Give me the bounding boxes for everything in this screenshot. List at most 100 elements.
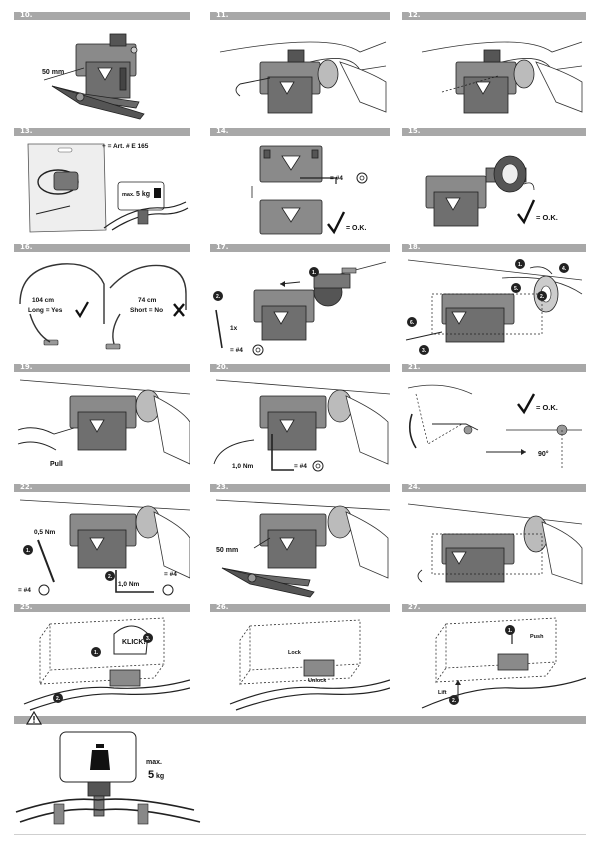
once-label: 1x — [230, 325, 238, 332]
bracket-top-view — [259, 145, 323, 183]
callout-2: 2. — [56, 696, 61, 702]
step-20-illustration: 1,0 Nm = #4 — [210, 374, 390, 478]
step-17-illustration: 1. 2. 1x = #4 — [210, 254, 390, 358]
rotate-arrow — [408, 413, 417, 449]
step-20-number: 20. — [216, 363, 229, 371]
bracket-drawing — [259, 395, 327, 451]
step-25-number: 25. — [20, 603, 33, 611]
step-11-illustration — [210, 22, 390, 122]
footer-divider — [14, 834, 586, 835]
callout-3: 3. — [146, 636, 151, 642]
torque-label: 1,0 Nm — [232, 463, 254, 470]
hex-key-a — [37, 539, 55, 583]
max-value: 5 kg — [136, 191, 150, 198]
weight-icon — [154, 188, 161, 198]
parts-bag — [27, 143, 107, 233]
torque-a: 0,5 Nm — [34, 529, 56, 536]
step-27-illustration: 1. 2. Push Lift — [402, 614, 586, 712]
push-label: Push — [530, 634, 544, 640]
step-22-header: 22. — [14, 483, 190, 492]
bracket-mounted-view — [259, 199, 323, 235]
bracket-drawing — [455, 49, 535, 114]
step-17-header: 17. — [210, 243, 390, 252]
step-12-illustration — [402, 22, 586, 122]
warning-max-value: 5 — [148, 769, 154, 781]
callout-1: 1. — [518, 262, 523, 268]
step-26-header: 26. — [210, 603, 390, 612]
step-26-illustration: Lock Unlock — [210, 614, 390, 712]
bracket-drawing — [69, 513, 137, 569]
callout-2: 2. — [452, 698, 457, 704]
angle-label: 90° — [538, 450, 549, 458]
step-24-header: 24. — [402, 483, 586, 492]
hex-key — [271, 434, 294, 471]
step-15-number: 15. — [408, 127, 421, 135]
callout-2: 2. — [216, 294, 221, 300]
bracket-drawing — [253, 289, 315, 341]
step-23-header: 23. — [210, 483, 390, 492]
lock-label: Lock — [288, 650, 302, 656]
cross-icon — [173, 303, 185, 317]
step-14-header: 14. — [210, 127, 390, 136]
step-23-illustration: 50 mm — [210, 494, 390, 598]
step-13-number: 13. — [20, 127, 33, 135]
short-text: Short = No — [130, 307, 163, 314]
step-21-number: 21. — [408, 363, 421, 371]
long-cable — [19, 263, 105, 324]
callout-1: 1. — [94, 650, 99, 656]
hand-drawing — [17, 427, 75, 435]
bracket-drawing — [441, 293, 515, 343]
step-22-number: 22. — [20, 483, 33, 491]
basket-outline — [239, 619, 361, 686]
step-18-header: 18. — [402, 243, 586, 252]
bracket-drawing — [259, 49, 339, 114]
check-icon — [327, 211, 346, 235]
warning-triangle-icon — [26, 711, 42, 725]
step-11-number: 11. — [216, 11, 229, 19]
hex-key-b — [115, 570, 154, 593]
step-10-number: 10. — [20, 11, 33, 19]
step-21-header: 21. — [402, 363, 586, 372]
step-13-header: 13. — [14, 127, 190, 136]
long-text: Long = Yes — [28, 307, 63, 314]
step-12-header: 12. — [402, 11, 586, 20]
callout-6: 6. — [410, 320, 415, 326]
handlebar-mount — [103, 181, 189, 231]
pliers-drawing — [221, 567, 315, 598]
step-19-number: 19. — [20, 363, 33, 371]
weight-icon — [90, 744, 110, 770]
step-16-number: 16. — [20, 243, 33, 251]
callout-3: 3. — [422, 348, 427, 354]
callout-2: 2. — [108, 574, 113, 580]
article-label: + = Art. # E 165 — [102, 143, 149, 150]
step-23-number: 23. — [216, 483, 229, 491]
hex-label-a: = #4 — [18, 587, 31, 594]
step-11-header: 11. — [210, 11, 390, 20]
step-12-number: 12. — [408, 11, 421, 19]
callout-1: 1. — [508, 628, 513, 634]
hex-label-b: = #4 — [164, 571, 177, 578]
step-10-header: 10. — [14, 11, 190, 20]
step-17-number: 17. — [216, 243, 229, 251]
callout-1: 1. — [26, 548, 31, 554]
basket-outline — [435, 617, 557, 684]
callout-5: 5. — [514, 286, 519, 292]
check-icon — [75, 301, 89, 319]
step-25-header: 25. — [14, 603, 190, 612]
short-length: 74 cm — [138, 297, 157, 304]
step-19-illustration: Pull — [14, 374, 190, 478]
callout-2: 2. — [540, 294, 545, 300]
step-10-illustration: 50 mm — [14, 22, 190, 122]
long-length: 104 cm — [32, 297, 54, 304]
step-15-header: 15. — [402, 127, 586, 136]
lift-label: Lift — [438, 690, 447, 696]
basket-outline — [39, 617, 165, 686]
step-19-header: 19. — [14, 363, 190, 372]
hex-label: = #4 — [294, 463, 307, 470]
pull-label: Pull — [50, 461, 63, 468]
warning-unit: kg — [156, 773, 164, 780]
step-21-illustration: = O.K. 90° — [402, 374, 586, 478]
callout-4: 4. — [562, 266, 567, 272]
pliers-drawing — [51, 85, 145, 120]
callout-1: 1. — [312, 270, 317, 276]
